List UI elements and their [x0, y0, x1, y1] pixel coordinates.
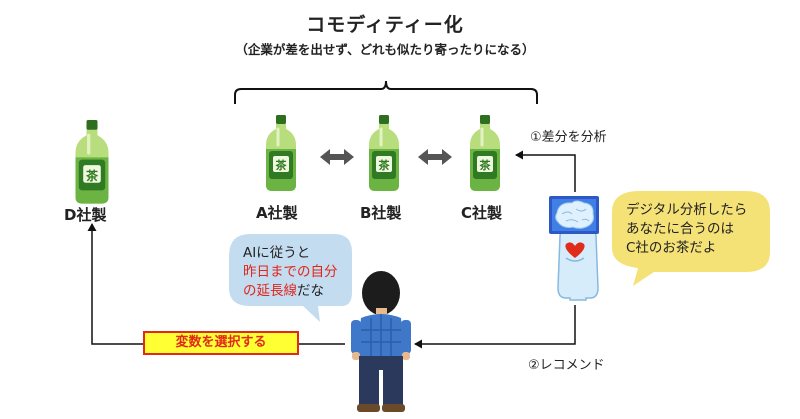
person-bubble-line-3-highlight: の延長線: [243, 283, 297, 299]
person-bubble-line-2: 昨日までの自分: [243, 264, 338, 280]
commodity-brace: [234, 80, 538, 104]
product-label-b: B社製: [360, 204, 402, 222]
person-bubble-line-3-rest: だな: [297, 283, 324, 299]
ai-speech-bubble: [612, 191, 770, 286]
double-arrow-icon-ab: [320, 149, 354, 165]
select-variable-label: 変数を選択する: [143, 331, 299, 355]
product-label-d: D社製: [64, 206, 107, 224]
bottle-label-a: 茶: [275, 159, 287, 172]
bottle-label-b: 茶: [378, 159, 390, 172]
person-bubble-line-1: AIに従うと: [243, 245, 311, 261]
bottle-icon-b: [367, 113, 401, 193]
ai-bubble-line-1: デジタル分析したら: [626, 202, 748, 218]
person-icon: [351, 271, 411, 412]
bottle-icon-a: [264, 113, 298, 193]
ai-bubble-line-3: C社のお茶だよ: [626, 240, 717, 256]
recommend-label: ②レコメンド: [528, 358, 605, 373]
person-speech-bubble: [229, 234, 352, 322]
analyze-arrow: [515, 150, 576, 192]
bottle-label-d: 茶: [85, 169, 98, 183]
person-bubble-line-3: の延長線だな: [243, 282, 324, 301]
ai-bubble-line-2: あなたに合うのは: [626, 221, 734, 237]
bottle-label-c: 茶: [479, 159, 491, 172]
diagram-title: コモディティー化: [306, 14, 464, 36]
product-label-a: A社製: [256, 204, 298, 222]
double-arrow-icon-bc: [418, 149, 452, 165]
bottle-icon-c: [468, 113, 502, 193]
analyze-label: ①差分を分析: [530, 130, 607, 145]
ai-robot-icon: [549, 196, 599, 301]
diagram-subtitle: （企業が差を出せず、どれも似たり寄ったりになる）: [235, 42, 535, 57]
recommend-arrow: [414, 305, 576, 349]
product-label-c: C社製: [461, 204, 503, 222]
bottle-icon-d: [73, 118, 111, 206]
